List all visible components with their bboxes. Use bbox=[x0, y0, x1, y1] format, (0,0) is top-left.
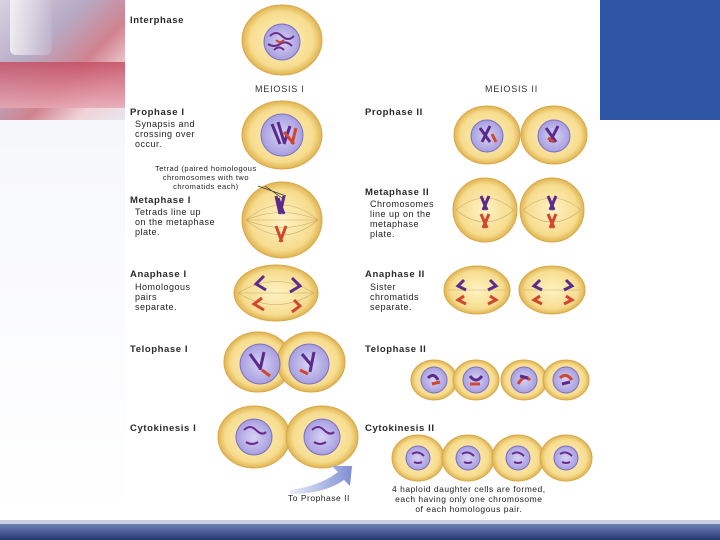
flask-liquid bbox=[0, 62, 125, 108]
anaphase2-description: Sister chromatids separate. bbox=[370, 282, 420, 312]
metaphase2-label: Metaphase II bbox=[365, 187, 430, 198]
meiosis1-header: MEIOSIS I bbox=[255, 84, 305, 94]
cytokinesis2-cells bbox=[391, 434, 593, 482]
anaphase2-cells bbox=[443, 265, 586, 315]
meiosis2-header: MEIOSIS II bbox=[485, 84, 539, 94]
cytokinesis2-label: Cytokinesis II bbox=[365, 423, 435, 434]
right-blank-panel bbox=[600, 120, 720, 520]
tetrad-pointer bbox=[257, 185, 287, 199]
cytokinesis1-cells bbox=[217, 405, 359, 469]
bottom-bar bbox=[0, 524, 720, 540]
anaphase1-description: Homologous pairs separate. bbox=[135, 282, 191, 312]
metaphase2-cells bbox=[452, 177, 585, 243]
meiosis-diagram-panel bbox=[125, 0, 600, 520]
prophase2-label: Prophase II bbox=[365, 107, 423, 118]
metaphase1-description: Tetrads line up on the metaphase plate. bbox=[135, 207, 216, 237]
prophase1-description: Synapsis and crossing over occur. bbox=[135, 119, 196, 149]
interphase-cell bbox=[241, 4, 323, 76]
telophase1-label: Telophase I bbox=[130, 344, 189, 355]
result-description: 4 haploid daughter cells are formed, eac… bbox=[392, 484, 546, 514]
right-banner bbox=[600, 0, 720, 120]
anaphase1-cell bbox=[233, 264, 319, 322]
prophase1-cell bbox=[241, 100, 323, 170]
metaphase1-label: Metaphase I bbox=[130, 195, 191, 206]
telophase2-cells bbox=[410, 359, 590, 401]
telophase2-label: Telophase II bbox=[365, 344, 427, 355]
cytokinesis1-label: Cytokinesis I bbox=[130, 423, 197, 434]
anaphase2-label: Anaphase II bbox=[365, 269, 425, 280]
flask-image bbox=[0, 0, 125, 120]
prophase2-cells bbox=[453, 105, 588, 165]
prophase1-label: Prophase I bbox=[130, 107, 185, 118]
to-prophase2-label: To Prophase II bbox=[288, 493, 350, 503]
anaphase1-label: Anaphase I bbox=[130, 269, 187, 280]
metaphase2-description: Chromosomes line up on the metaphase pla… bbox=[370, 199, 435, 239]
metaphase1-cell bbox=[241, 181, 323, 259]
interphase-label: Interphase bbox=[130, 15, 185, 26]
arrow-to-prophase2 bbox=[290, 466, 352, 494]
tetrad-annotation: Tetrad (paired homologous chromosomes wi… bbox=[155, 164, 257, 191]
bottom-divider bbox=[0, 520, 720, 524]
telophase1-cells bbox=[223, 331, 346, 393]
flask-neck bbox=[10, 0, 52, 55]
